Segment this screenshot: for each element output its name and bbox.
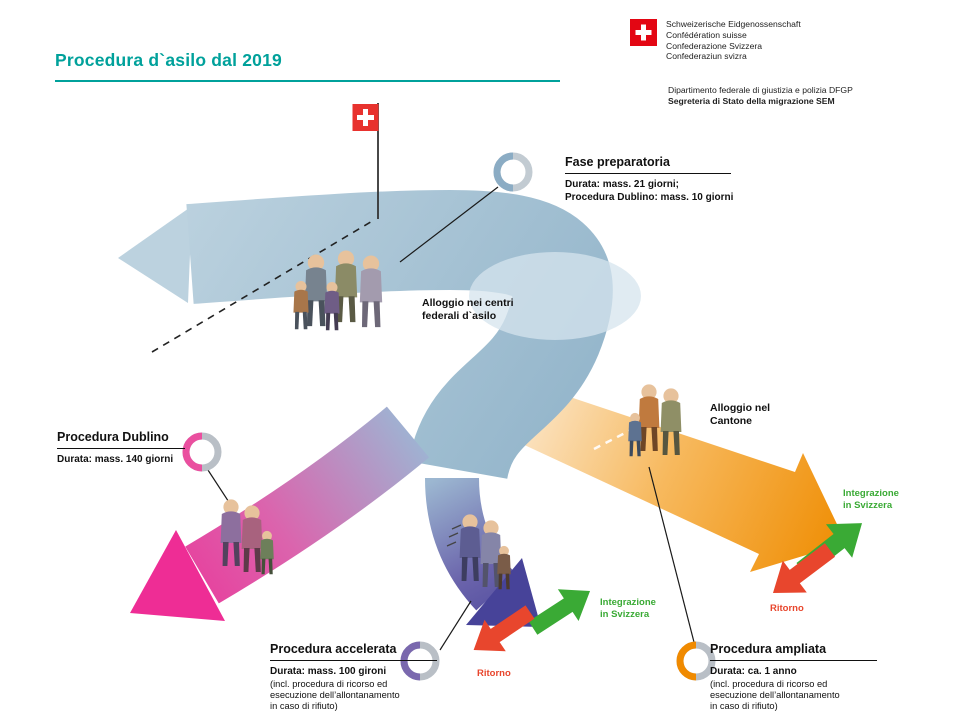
label-line: in Svizzera [843,499,893,511]
label-integration-accelerated: Integrazione in Svizzera [600,597,656,620]
label-line: federali d`asilo [422,310,497,322]
node-duration: Durata: mass. 140 giorni [57,454,174,465]
federal-logo: Schweizerische Eidgenossenschaft Confédé… [630,19,801,62]
node-duration: Durata: mass. 100 gironi [270,666,387,677]
node-note: esecuzione dell’allontanamento [270,689,400,700]
label-line: Cantone [710,415,752,427]
node-note: (incl. procedura di ricorso ed [710,678,828,689]
page-title: Procedura d`asilo dal 2019 [55,50,282,70]
swiss-flag [352,104,379,131]
border-dashed-line [151,219,375,353]
label-return-accelerated: Ritorno [477,668,511,679]
node-note: (incl. procedura di ricorso ed [270,678,388,689]
node-procedura-ampliata: Procedura ampliata Durata: ca. 1 anno (i… [710,642,877,712]
connector-line-preparatoria [399,186,499,263]
dublin-arrowhead [130,530,225,621]
node-procedura-dublino: Procedura Dublino Durata: mass. 140 gior… [57,430,185,467]
node-duration: Procedura Dublino: mass. 10 giorni [565,191,734,203]
node-note: esecuzione dell’allontanamento [710,689,840,700]
ring-accelerata [400,641,440,681]
ring-ampliata [676,641,716,681]
node-procedura-accelerata: Procedura accelerata Durata: mass. 100 g… [270,642,437,712]
confederation-line: Schweizerische Eidgenossenschaft [666,19,801,29]
node-duration: Durata: ca. 1 anno [710,666,797,677]
node-title: Procedura accelerata [270,642,437,661]
arrival-band [186,190,613,482]
confederation-line: Confederazione Svizzera [666,40,763,51]
confederation-names: Schweizerische Eidgenossenschaft Confédé… [666,19,801,62]
node-note: in caso di rifiuto) [270,701,338,712]
people-accelerated [446,514,511,590]
label-line: Alloggio nel [710,402,771,414]
band-highlight [469,252,641,340]
label-alloggio-cantone: Alloggio nel Cantone [710,402,770,428]
confederation-line: Confederaziun svizra [666,51,747,62]
confederation-line: Confédération suisse [666,29,747,40]
ring-preparatoria [493,152,533,192]
label-line: Integrazione [600,597,656,608]
node-title: Fase preparatoria [565,155,731,174]
label-line: Alloggio nei centri [422,297,514,309]
label-line: in Svizzera [600,608,650,620]
label-integration-extended: Integrazione in Svizzera [843,488,899,511]
arrival-band-tail [118,206,192,303]
extended-procedure-band [505,382,846,572]
label-return-extended: Ritorno [770,603,804,614]
node-fase-preparatoria: Fase preparatoria Durata: mass. 21 giorn… [565,155,734,204]
node-title: Procedura Dublino [57,430,185,449]
office-name: Segreteria di Stato della migrazione SEM [668,95,835,106]
label-line: Integrazione [843,488,899,499]
connector-line-ampliata [648,466,696,647]
title-underline [55,80,560,82]
node-note: in caso di rifiuto) [710,701,778,712]
ring-dublino [182,432,222,472]
swiss-cross-icon [630,19,657,46]
node-title: Procedura ampliata [710,642,877,661]
connector-line-accelerata [439,600,472,651]
node-duration: Durata: mass. 21 giorni; [565,179,679,190]
department-name: Dipartimento federale di giustizia e pol… [668,85,853,95]
label-alloggio-centri: Alloggio nei centri federali d`asilo [422,297,514,323]
department-block: Dipartimento federale di giustizia e pol… [668,85,853,107]
